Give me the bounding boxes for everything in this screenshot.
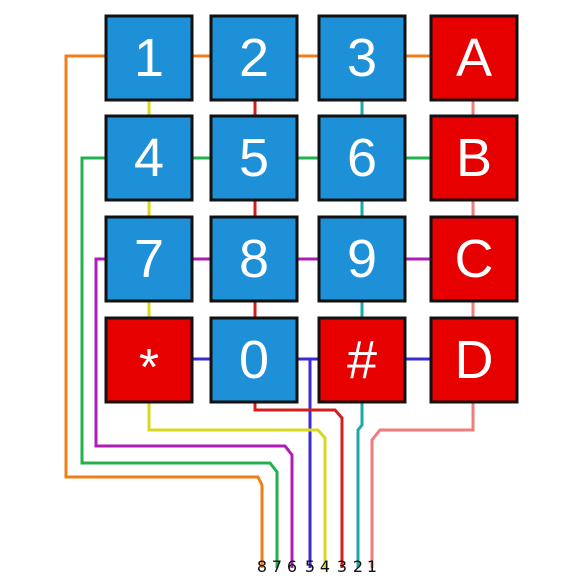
wire-col-4 [370, 58, 475, 568]
key-background [429, 14, 519, 102]
key-label: 7 [134, 229, 164, 289]
key-background [104, 316, 194, 404]
key-B[interactable]: B [429, 114, 519, 202]
key-background [104, 215, 194, 303]
key-background [209, 316, 299, 404]
key-hash[interactable]: # [317, 316, 407, 404]
key-background [317, 14, 407, 102]
pin-label-2: 2 [353, 557, 363, 576]
pin-label-6: 6 [287, 557, 297, 576]
pin-label-7: 7 [272, 557, 282, 576]
keypad: 1 2 3 A 4 5 6 B 7 8 9 C * 0 # D [104, 14, 519, 404]
pin-label-1: 1 [367, 557, 377, 576]
key-9[interactable]: 9 [317, 215, 407, 303]
key-1[interactable]: 1 [104, 14, 194, 102]
wire-row-3-lead [94, 257, 294, 568]
key-label: B [456, 128, 492, 188]
key-star[interactable]: * [104, 316, 194, 404]
pin-label-3: 3 [337, 557, 347, 576]
key-6[interactable]: 6 [317, 114, 407, 202]
key-label: 4 [134, 128, 164, 188]
pin-label-8: 8 [257, 557, 267, 576]
key-7[interactable]: 7 [104, 215, 194, 303]
key-0[interactable]: 0 [209, 316, 299, 404]
key-label: # [347, 330, 377, 390]
key-background [317, 316, 407, 404]
key-background [104, 114, 194, 202]
key-background [317, 114, 407, 202]
pin-label-5: 5 [305, 557, 315, 576]
key-label: A [456, 28, 492, 88]
key-background [104, 14, 194, 102]
key-3[interactable]: 3 [317, 14, 407, 102]
key-background [429, 215, 519, 303]
key-label: 0 [239, 330, 269, 390]
key-label: * [139, 339, 159, 397]
key-background [429, 114, 519, 202]
key-background [209, 14, 299, 102]
key-label: 2 [239, 28, 269, 88]
key-background [317, 215, 407, 303]
key-label: 8 [239, 229, 269, 289]
key-background [209, 215, 299, 303]
key-label: 3 [347, 28, 377, 88]
wire-col-1 [147, 58, 327, 568]
key-D[interactable]: D [429, 316, 519, 404]
key-8[interactable]: 8 [209, 215, 299, 303]
wire-row-1-lead [64, 54, 264, 568]
key-label: D [455, 330, 494, 390]
key-label: 5 [239, 128, 269, 188]
key-5[interactable]: 5 [209, 114, 299, 202]
key-label: C [455, 229, 494, 289]
key-A[interactable]: A [429, 14, 519, 102]
key-background [429, 316, 519, 404]
key-2[interactable]: 2 [209, 14, 299, 102]
key-label: 9 [347, 229, 377, 289]
key-background [209, 114, 299, 202]
key-4[interactable]: 4 [104, 114, 194, 202]
key-label: 6 [347, 128, 377, 188]
key-C[interactable]: C [429, 215, 519, 303]
pin-label-4: 4 [320, 557, 330, 576]
key-label: 1 [134, 28, 164, 88]
wire-row-2-lead [80, 156, 279, 568]
